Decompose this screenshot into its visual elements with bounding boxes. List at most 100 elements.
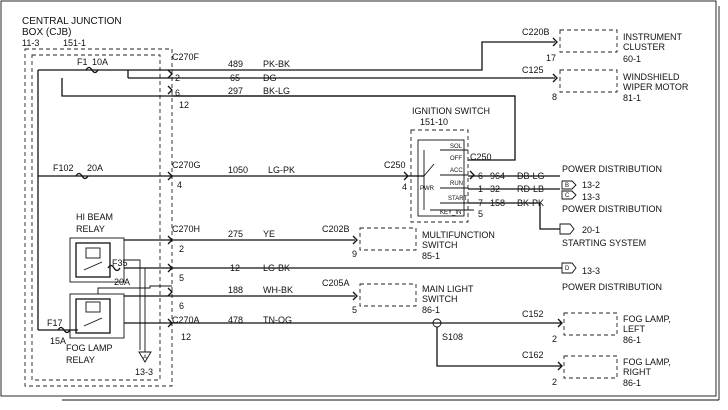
multifunction-switch-box xyxy=(359,227,417,251)
ign-off: OFF xyxy=(450,156,462,162)
c202b-label: C202B xyxy=(322,224,350,234)
wire-12-number: 12 xyxy=(230,263,240,273)
wire-32-number: 32 xyxy=(490,184,500,194)
wire-964-color: DB-LG xyxy=(517,171,545,181)
c220b-pin: 17 xyxy=(546,53,556,63)
wire-489 xyxy=(172,41,555,71)
fog-relay-top xyxy=(97,285,172,294)
wire-1050-number: 1050 xyxy=(228,165,248,175)
c270f-label: C270F xyxy=(172,52,200,62)
wiper-line2: WIPER MOTOR xyxy=(623,82,689,92)
flag-d-shape xyxy=(561,262,577,274)
foglamp-relay-inner xyxy=(75,298,111,334)
c125-conn xyxy=(552,73,558,83)
page-frame xyxy=(0,0,717,397)
c220b-conn xyxy=(552,37,558,47)
c220b-label: C220B xyxy=(522,27,550,37)
flag-b-shape xyxy=(561,180,577,190)
flag-c: C xyxy=(565,193,570,199)
wire-489-color: PK-BK xyxy=(263,59,290,69)
c205a-pin: 5 xyxy=(352,305,357,315)
c270f-pin12: 12 xyxy=(179,100,189,110)
cjb-title-line2: BOX (CJB) xyxy=(22,27,71,38)
wire-158-to-start xyxy=(539,203,560,230)
ign-start: START xyxy=(448,196,467,202)
f102-rating: 20A xyxy=(87,163,103,173)
fog-lamp-right-box xyxy=(563,355,618,379)
f1-rating: 10A xyxy=(92,57,108,67)
c152-label: C152 xyxy=(522,309,544,319)
ign-acc: ACC xyxy=(450,168,463,174)
hibeam-line2: RELAY xyxy=(76,224,105,234)
wire-275-number: 275 xyxy=(228,229,243,239)
foglamp-relay-coil xyxy=(85,301,101,313)
wire-275-color: YE xyxy=(263,229,275,239)
f17-rating: 15A xyxy=(50,336,66,346)
main-light-switch-box xyxy=(359,283,417,307)
wire-478-color: TN-OG xyxy=(263,315,292,325)
c205a-label: C205A xyxy=(322,278,350,288)
wiper-motor-box xyxy=(559,69,618,93)
starting-system: STARTING SYSTEM xyxy=(562,238,646,248)
ign-pwr: PWR xyxy=(420,186,435,192)
c125-label: C125 xyxy=(522,65,544,75)
ign-pin4: 4 xyxy=(402,182,407,192)
start-flag-shape xyxy=(559,223,575,235)
flag-b-ref: 13-2 xyxy=(582,180,600,190)
c270g-label: C270G xyxy=(172,160,201,170)
cjb-inner-outline xyxy=(31,54,161,381)
s108-label: S108 xyxy=(442,332,463,342)
instrument-cluster-box xyxy=(559,29,618,53)
instrument-cluster-line2: CLUSTER xyxy=(623,42,666,52)
c162-pin: 2 xyxy=(552,377,557,387)
c202b-pin: 9 xyxy=(352,249,357,259)
c270g-pin: 4 xyxy=(177,180,182,190)
fog-lamp-left-line2: LEFT xyxy=(623,324,646,334)
ground-flag-ref: 13-3 xyxy=(135,367,153,377)
instrument-cluster-ref: 60-1 xyxy=(623,54,641,64)
hibeam-relay-coil xyxy=(85,247,101,259)
f35-label: F35 xyxy=(112,258,128,268)
c270h-pin6: 6 xyxy=(179,301,184,311)
ign-pin1: 1 xyxy=(478,184,483,194)
f35-rating: 20A xyxy=(114,277,130,287)
wire-489-number: 489 xyxy=(228,59,243,69)
ignition-switch-inner xyxy=(417,139,465,217)
c270h-label: C270H xyxy=(172,224,200,234)
fog-lamp-right-line1: FOG LAMP, xyxy=(623,357,671,367)
c162-label: C162 xyxy=(522,350,544,360)
c270h-pin2: 2 xyxy=(179,244,184,254)
ign-key-in: KEY_IN xyxy=(440,210,461,216)
wire-1050-color: LG-PK xyxy=(268,165,295,175)
wire-297-number: 297 xyxy=(228,86,243,96)
hibeam-relay-inner xyxy=(75,242,111,278)
c162-conn xyxy=(557,361,563,371)
ign-run: RUN xyxy=(450,181,463,187)
c152-pin: 2 xyxy=(552,334,557,344)
cjb-ref-b: 151-1 xyxy=(63,38,86,48)
c270a-pin: 12 xyxy=(181,332,191,342)
c270f-pin2-conn xyxy=(167,69,173,79)
ign-pin7: 7 xyxy=(478,198,483,208)
c250-right-conn xyxy=(469,170,475,180)
f35-fuse-symbol xyxy=(107,264,121,272)
fog-lamp-left-ref: 86-1 xyxy=(623,335,641,345)
f17-label: F17 xyxy=(47,318,63,328)
start-flag-ref: 20-1 xyxy=(582,225,600,235)
wire-32-color: RD-LB xyxy=(517,184,544,194)
ground-flag-shape xyxy=(138,351,152,363)
flag-d: D xyxy=(565,266,570,272)
fog-lamp-left-box xyxy=(563,312,618,336)
c270f-pin6: 6 xyxy=(175,88,180,98)
wire-478-number: 478 xyxy=(228,315,243,325)
foglamp-relay-contact xyxy=(83,317,103,327)
flag-c-ref: 13-3 xyxy=(582,192,600,202)
multifunction-ref: 85-1 xyxy=(422,251,440,261)
wire-65-color: DG xyxy=(263,73,277,83)
ign-pin6: 6 xyxy=(478,171,483,181)
instrument-cluster-line1: INSTRUMENT xyxy=(623,32,682,42)
foglamp-relay-line1: FOG LAMP xyxy=(66,343,113,353)
c152-conn xyxy=(557,318,563,328)
f1-fuse-symbol xyxy=(85,66,99,74)
c125-pin: 8 xyxy=(552,92,557,102)
